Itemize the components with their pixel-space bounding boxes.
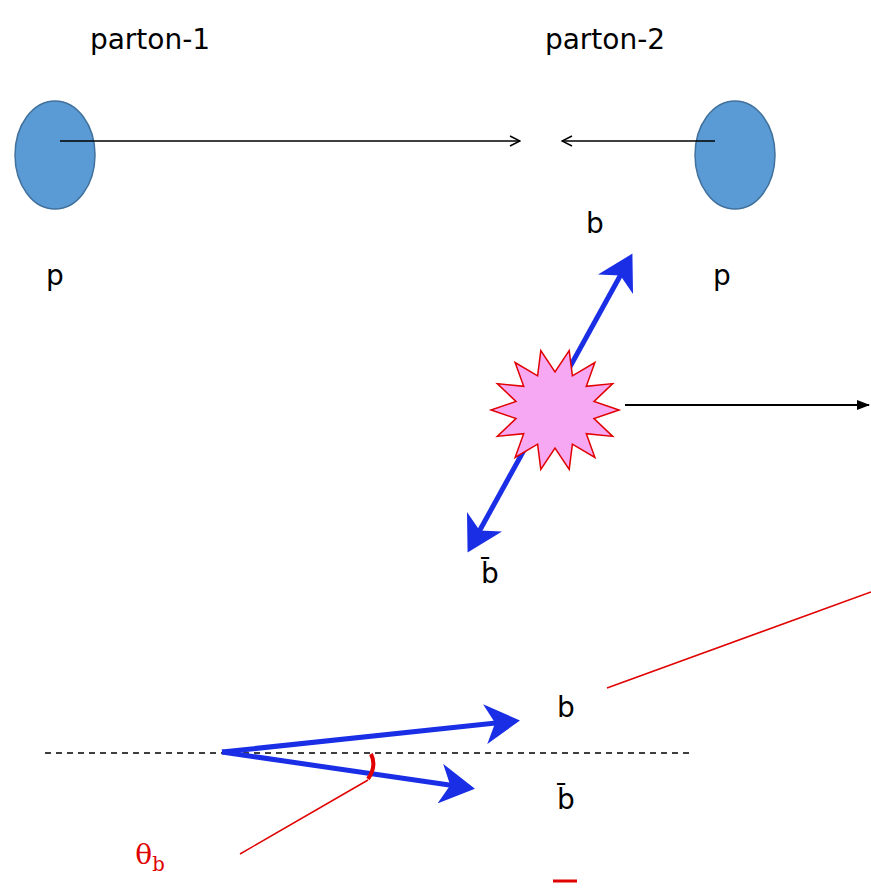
collision-burst xyxy=(491,351,619,470)
angle-label: θb xyxy=(135,840,164,875)
parton-arrow xyxy=(60,140,520,142)
parton-label: parton-2 xyxy=(545,25,665,56)
quark-pair-arrow xyxy=(470,258,630,548)
red-dash xyxy=(553,880,577,883)
proton-label: p xyxy=(713,261,731,292)
parton-arrow xyxy=(562,140,715,142)
boost-arrow xyxy=(625,404,869,406)
proton-label: p xyxy=(46,261,64,292)
bbar-arrow xyxy=(222,752,470,788)
leader-line xyxy=(607,592,871,688)
antiquark-label: b̄ xyxy=(481,559,499,590)
quark-label: b xyxy=(586,209,604,240)
proton-ellipse xyxy=(695,101,775,209)
b-arrow xyxy=(222,721,515,752)
quark-label: b xyxy=(557,693,575,724)
parton-label: parton-1 xyxy=(90,25,210,56)
beam-axis xyxy=(45,752,690,754)
angle-arc xyxy=(368,754,373,779)
proton-ellipse xyxy=(15,101,95,209)
leader-line xyxy=(240,780,368,854)
antiquark-label: b̄ xyxy=(557,785,575,816)
